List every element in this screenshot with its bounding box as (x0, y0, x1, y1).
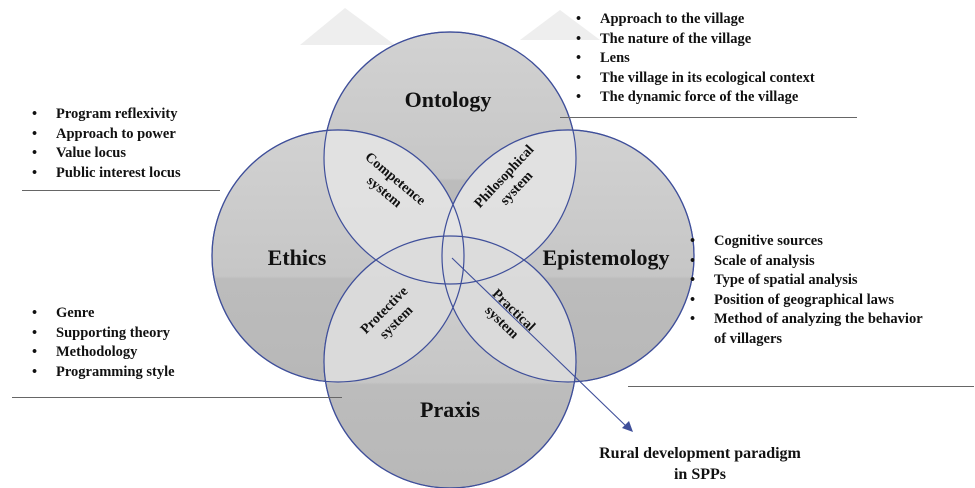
list-item: Supporting theory (28, 324, 175, 344)
list-item: Public interest locus (28, 164, 181, 184)
list-item: Genre (28, 304, 175, 324)
ethics-label: Ethics (268, 245, 327, 270)
list-item: Value locus (28, 144, 181, 164)
list-item: Method of analyzing the behavior (686, 310, 923, 330)
list-item: The nature of the village (572, 30, 815, 50)
epistemology-list: Cognitive sources Scale of analysis Type… (686, 232, 923, 349)
list-item: The village in its ecological context (572, 69, 815, 89)
epistemology-label: Epistemology (542, 245, 669, 270)
list-item: Methodology (28, 343, 175, 363)
circle-outlines (211, 31, 695, 488)
paradigm-line1: Rural development paradigm (599, 445, 801, 462)
paradigm-arrow (451, 257, 629, 429)
list-item: Approach to power (28, 125, 181, 145)
list-item: Programming style (28, 363, 175, 383)
list-item: Lens (572, 49, 815, 69)
ethics-rule (22, 190, 220, 191)
paradigm-arrowhead (622, 421, 633, 432)
praxis-label: Praxis (420, 397, 480, 422)
watermark (300, 8, 600, 45)
list-item: The dynamic force of the village (572, 88, 815, 108)
praxis-list: Genre Supporting theory Methodology Prog… (28, 304, 175, 382)
list-item: Approach to the village (572, 10, 815, 30)
praxis-rule (12, 397, 342, 398)
list-item: Cognitive sources (686, 232, 923, 252)
ontology-label: Ontology (405, 87, 492, 112)
ontology-list: Approach to the village The nature of th… (572, 10, 815, 108)
list-item: Position of geographical laws (686, 291, 923, 311)
paradigm-line2: in SPPs (673, 466, 726, 483)
ontology-rule (560, 117, 857, 118)
ethics-list: Program reflexivity Approach to power Va… (28, 105, 181, 183)
paradigm-caption: Rural development paradigm in SPPs (555, 443, 845, 485)
list-item: Program reflexivity (28, 105, 181, 125)
list-item: Scale of analysis (686, 252, 923, 272)
list-item: Type of spatial analysis (686, 271, 923, 291)
epistemology-rule (628, 386, 974, 387)
list-item-continuation: of villagers (714, 330, 783, 347)
